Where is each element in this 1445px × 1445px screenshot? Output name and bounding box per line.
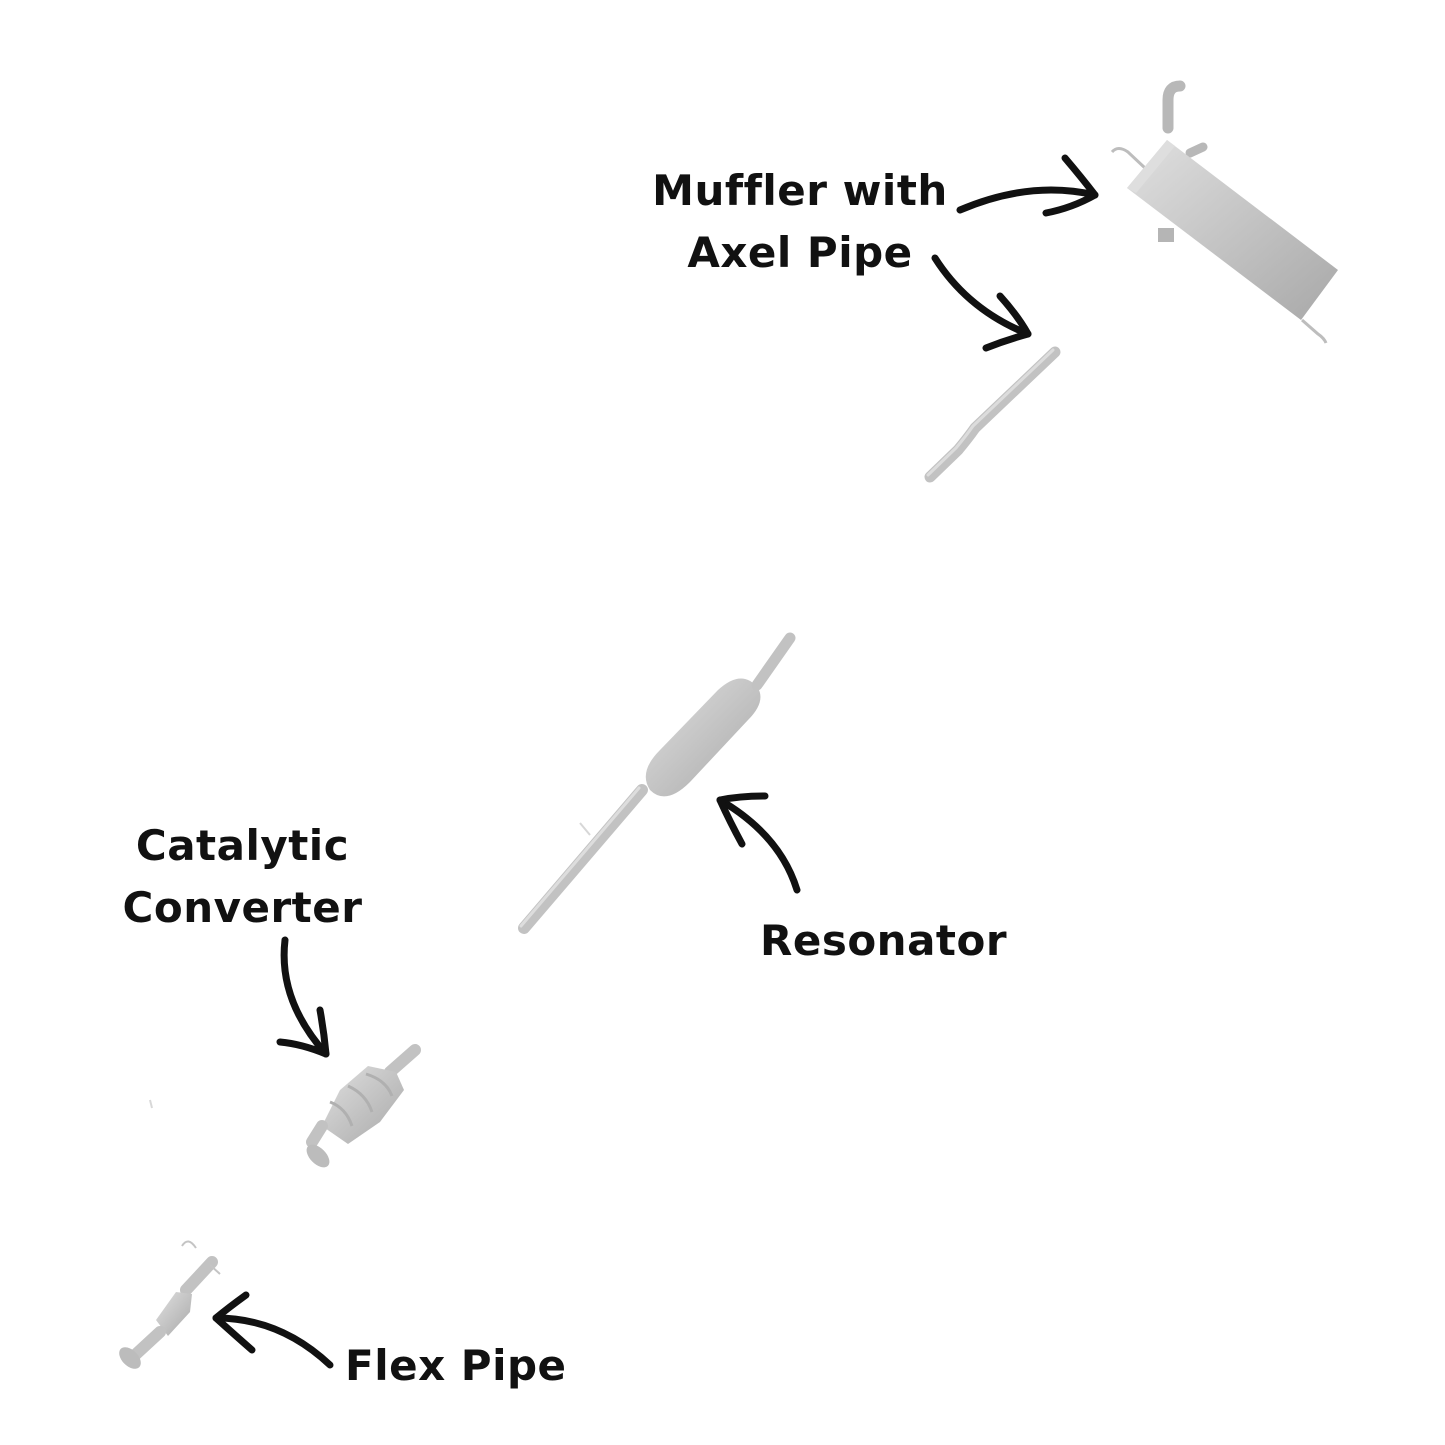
catalytic-label-line1: Catalytic [135, 821, 350, 870]
muffler-label-line2: Axel Pipe [687, 228, 913, 277]
arrow-to-catalytic-converter [276, 936, 330, 1058]
resonator-label-text: Resonator [760, 916, 1008, 965]
muffler-label-line1: Muffler with [652, 166, 948, 215]
arrow-to-resonator [716, 792, 801, 894]
flex-pipe-label-text: Flex Pipe [345, 1341, 567, 1390]
resonator-part [518, 632, 796, 934]
catalytic-converter-part [149, 1044, 421, 1168]
resonator-label: Resonator [760, 910, 1030, 972]
catalytic-converter-label: Catalytic Converter [100, 815, 385, 939]
arrow-to-muffler [956, 154, 1099, 217]
arrow-to-axel-pipe [931, 254, 1032, 352]
catalytic-label-line2: Converter [122, 883, 363, 932]
axel-pipe-part [924, 346, 1061, 483]
flex-pipe-part [119, 1240, 221, 1369]
muffler-label: Muffler with Axel Pipe [640, 160, 960, 284]
flex-pipe-label: Flex Pipe [345, 1335, 585, 1397]
arrow-to-flex-pipe [212, 1291, 334, 1369]
muffler-part [1110, 80, 1338, 344]
